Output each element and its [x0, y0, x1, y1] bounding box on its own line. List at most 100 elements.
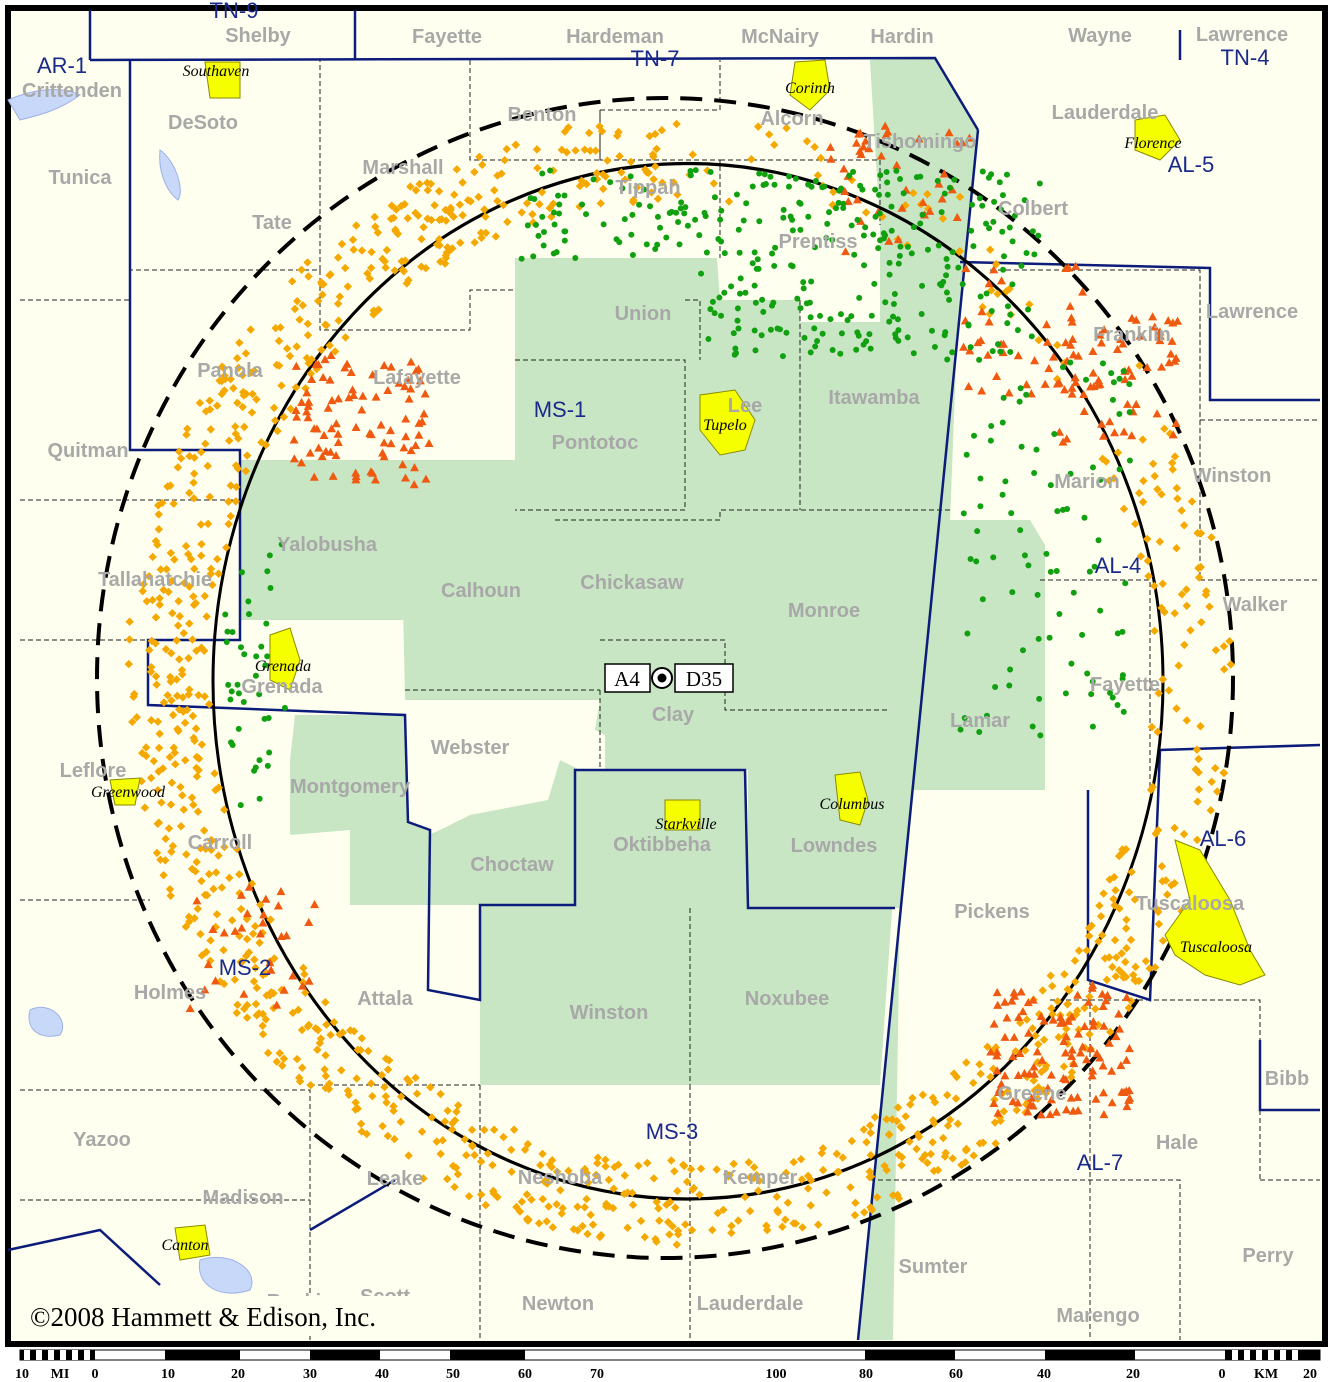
orange-marker — [242, 914, 252, 924]
green-marker — [756, 218, 763, 225]
green-marker — [819, 330, 826, 337]
green-marker — [872, 186, 879, 193]
orange-marker — [148, 552, 157, 562]
red-marker — [961, 264, 971, 273]
orange-marker — [188, 711, 198, 721]
red-marker — [1048, 1015, 1058, 1024]
red-marker — [1013, 351, 1023, 360]
red-marker — [1000, 997, 1010, 1006]
green-marker — [805, 213, 812, 220]
orange-marker — [211, 868, 221, 877]
red-marker — [1086, 1044, 1096, 1053]
green-marker — [1051, 430, 1058, 437]
city-label: Tuscaloosa — [1180, 939, 1252, 956]
green-marker — [973, 558, 980, 565]
green-marker — [1056, 610, 1063, 617]
orange-marker — [687, 1225, 697, 1235]
orange-marker — [242, 451, 252, 460]
orange-marker — [270, 954, 279, 963]
green-marker — [735, 325, 742, 332]
orange-marker — [423, 185, 432, 195]
orange-marker — [893, 1190, 902, 1200]
red-marker — [358, 391, 368, 400]
orange-marker — [247, 368, 256, 377]
green-marker — [228, 688, 235, 695]
orange-marker — [929, 1166, 939, 1176]
orange-marker — [170, 748, 179, 758]
orange-marker — [1138, 497, 1148, 507]
red-marker — [1122, 992, 1132, 1001]
red-marker — [1054, 378, 1064, 387]
orange-marker — [201, 844, 210, 854]
orange-marker — [669, 178, 678, 187]
orange-marker — [1177, 590, 1187, 599]
orange-marker — [279, 1054, 289, 1063]
orange-marker — [165, 752, 175, 762]
orange-marker — [426, 1083, 435, 1092]
red-marker — [1059, 1036, 1069, 1045]
orange-marker — [582, 1194, 591, 1204]
red-marker — [1024, 1069, 1034, 1078]
orange-marker — [212, 401, 222, 410]
green-marker — [868, 312, 875, 319]
orange-marker — [180, 718, 190, 728]
red-marker — [1043, 337, 1053, 346]
green-marker — [1120, 368, 1127, 375]
orange-marker — [1164, 686, 1174, 695]
green-marker — [619, 185, 626, 192]
green-marker — [540, 229, 547, 236]
orange-marker — [1114, 851, 1124, 861]
orange-marker — [151, 672, 161, 681]
orange-marker — [224, 519, 233, 529]
orange-marker — [205, 700, 214, 709]
orange-marker — [1194, 573, 1204, 582]
orange-marker — [321, 1051, 330, 1060]
green-marker — [814, 338, 821, 345]
orange-marker — [269, 403, 279, 413]
green-marker — [877, 172, 884, 179]
red-marker — [1067, 383, 1077, 392]
orange-marker — [279, 412, 289, 422]
orange-marker — [297, 265, 306, 274]
red-marker — [371, 392, 381, 401]
orange-marker — [802, 137, 812, 146]
orange-marker — [333, 253, 343, 262]
red-marker — [1024, 1028, 1034, 1037]
orange-marker — [1211, 763, 1220, 773]
orange-marker — [132, 713, 141, 722]
green-marker — [692, 216, 699, 223]
orange-marker — [1154, 907, 1163, 917]
orange-marker — [450, 1116, 460, 1125]
orange-marker — [185, 488, 194, 498]
orange-marker — [1194, 785, 1204, 794]
red-marker — [1067, 1051, 1077, 1061]
red-marker — [265, 958, 275, 967]
red-marker — [1167, 336, 1177, 345]
green-marker — [823, 234, 830, 241]
orange-marker — [352, 1074, 361, 1083]
orange-marker — [556, 1185, 565, 1195]
orange-marker — [1182, 601, 1191, 610]
green-marker — [904, 334, 911, 341]
orange-marker — [1035, 1087, 1044, 1096]
orange-marker — [436, 1089, 445, 1099]
green-marker — [760, 308, 767, 315]
orange-marker — [277, 381, 286, 390]
orange-marker — [1022, 1015, 1032, 1024]
green-marker — [676, 241, 683, 248]
orange-marker — [957, 1160, 966, 1170]
orange-marker — [411, 186, 421, 195]
orange-marker — [349, 1027, 359, 1036]
orange-marker — [671, 1203, 680, 1212]
green-marker — [1025, 306, 1032, 313]
orange-marker — [591, 146, 600, 155]
orange-marker — [390, 266, 399, 275]
red-marker — [237, 923, 247, 932]
green-marker — [769, 302, 776, 309]
red-marker — [1008, 1052, 1018, 1061]
orange-marker — [169, 743, 179, 752]
orange-marker — [235, 870, 244, 879]
scale-segment — [24, 1350, 30, 1360]
orange-marker — [234, 434, 243, 443]
orange-marker — [847, 1136, 857, 1146]
